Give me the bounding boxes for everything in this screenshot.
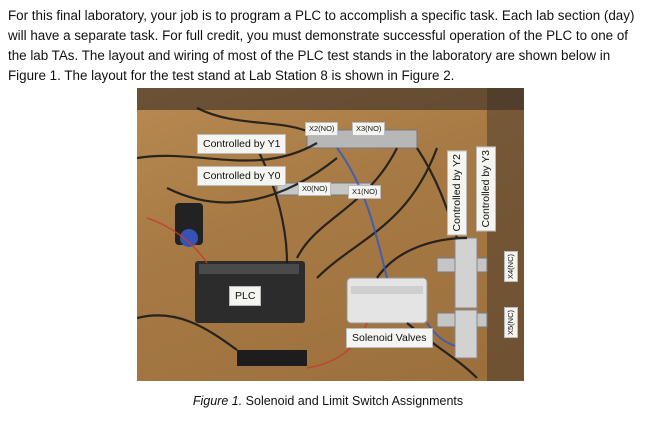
test-stand-photo: X2(NO) X3(NO) Controlled by Y1 Controlle… bbox=[137, 88, 524, 381]
figure-caption: Figure 1. Solenoid and Limit Switch Assi… bbox=[0, 394, 656, 408]
label-x0: X0(NO) bbox=[298, 182, 332, 196]
label-y2: Controlled by Y2 bbox=[447, 150, 467, 236]
label-y0: Controlled by Y0 bbox=[197, 166, 287, 186]
label-x4: X4(NC) bbox=[504, 251, 518, 283]
caption-prefix: Figure 1. bbox=[192, 394, 243, 408]
label-y1: Controlled by Y1 bbox=[197, 134, 287, 154]
label-x2: X2(NO) bbox=[305, 122, 339, 136]
label-x3: X3(NO) bbox=[352, 122, 386, 136]
label-y3: Controlled by Y3 bbox=[476, 146, 496, 232]
label-solenoid-valves: Solenoid Valves bbox=[346, 328, 433, 348]
label-x5: X5(NC) bbox=[504, 307, 518, 339]
label-plc: PLC bbox=[229, 286, 262, 306]
label-x1: X1(NO) bbox=[348, 185, 382, 199]
caption-text: Solenoid and Limit Switch Assignments bbox=[242, 394, 464, 408]
intro-paragraph: For this final laboratory, your job is t… bbox=[8, 8, 635, 83]
